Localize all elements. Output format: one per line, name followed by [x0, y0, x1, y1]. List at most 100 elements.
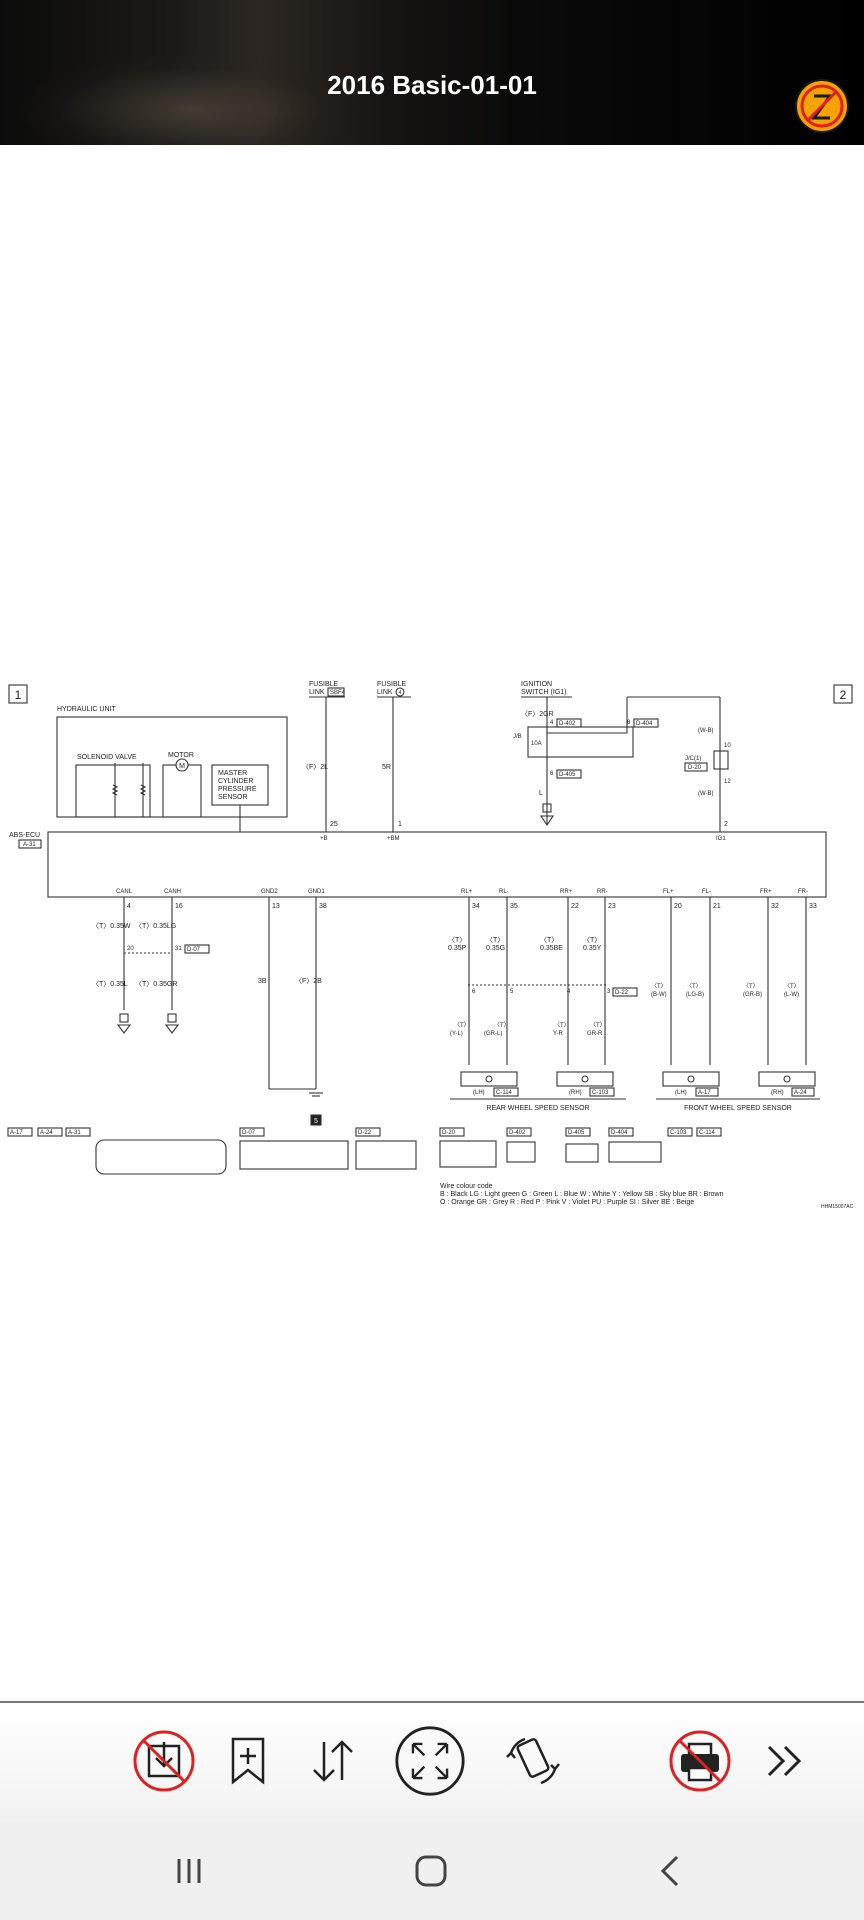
- download-icon[interactable]: [128, 1725, 200, 1797]
- print-icon[interactable]: [664, 1725, 736, 1797]
- wsl-fr2-b: (L-W): [784, 992, 799, 998]
- conn-d402: D-402: [559, 721, 576, 727]
- jc1-box: [713, 750, 729, 770]
- page-title: 2016 Basic-01-01: [327, 70, 537, 100]
- ecu-pin-number: 33: [809, 903, 817, 910]
- rl-sensor-conn: C-114: [496, 1090, 513, 1096]
- ecu-pin-name: GND1: [308, 889, 325, 895]
- ecu-pin-number: 20: [674, 903, 682, 910]
- pin-12: 12: [724, 779, 731, 785]
- more-icon[interactable]: [748, 1725, 820, 1797]
- ecu-pin-group: CANL4CANH16GND213GND138RL+34RL-35RR+22RR…: [116, 889, 817, 1089]
- connector-tag-box: [696, 1127, 722, 1137]
- ecu-pin-number: 23: [608, 903, 616, 910]
- motor-box: [162, 764, 202, 818]
- fusible-link-1-id: SBF4: [330, 690, 346, 696]
- connector-tag: D-404: [611, 1130, 628, 1136]
- wire-t035w: 〈T〉0.35W: [92, 922, 131, 930]
- rr-sensor-box: [556, 1071, 614, 1087]
- fuse-10a: 10A: [531, 741, 542, 747]
- ecu-pin-number: 35: [510, 903, 518, 910]
- connector-tag: A-31: [68, 1130, 81, 1136]
- app-logo-icon[interactable]: [794, 78, 850, 134]
- pin-plus-b: +B: [320, 836, 328, 842]
- connector-tag: D-20: [442, 1130, 456, 1136]
- drawing-code: HHM15007AC: [821, 1204, 854, 1210]
- back-icon[interactable]: [636, 1841, 706, 1901]
- ground-5: 5: [314, 1118, 318, 1125]
- wsl-rl3-a: 〈T〉: [454, 1022, 470, 1029]
- abs-ecu-id: A-31: [23, 842, 36, 848]
- ecu-pin-name: RR-: [597, 889, 608, 895]
- conn-d405-box: [556, 769, 582, 779]
- wire-colour-line2: O : Orange GR : Grey R : Red P : Pink V …: [440, 1199, 694, 1206]
- connector-tag: D-402: [509, 1130, 526, 1136]
- rotate-icon[interactable]: [497, 1725, 569, 1797]
- d07-connector-drawing: [239, 1140, 349, 1170]
- jb-label: J/B: [513, 734, 522, 740]
- ecu-pin-number: 38: [319, 903, 327, 910]
- junction-4: 4: [567, 989, 571, 995]
- fr-sensor-box: [758, 1071, 816, 1087]
- junction-3: 3: [607, 989, 611, 995]
- wsl-rl1-b: 0.35P: [448, 945, 467, 952]
- wsl-rl4-b: (GR-L): [484, 1031, 502, 1037]
- d404-connector-drawing: [608, 1141, 662, 1163]
- ignition-line2: SWITCH (IG1): [521, 689, 567, 696]
- wsl-rl2-b: 0.35G: [486, 945, 505, 952]
- page-marker-2-label: 2: [840, 688, 847, 702]
- wsl-rr3-b: Y-R: [553, 1031, 563, 1037]
- rear-sensor-title: REAR WHEEL SPEED SENSOR: [486, 1105, 589, 1112]
- motor-symbol-letter: M: [179, 763, 185, 770]
- fusible-link-1-line1: FUSIBLE: [309, 681, 339, 688]
- wsl-rr2-b: 0.35Y: [583, 945, 602, 952]
- ecu-pin-name: FR-: [798, 889, 808, 895]
- app-header: 2016 Basic-01-01: [0, 0, 864, 145]
- home-icon[interactable]: [396, 1841, 466, 1901]
- ecu-pin-number: 13: [272, 903, 280, 910]
- wire-t035lg: 〈T〉0.35LG: [135, 922, 176, 930]
- wire-f2gr: 〈F〉2GR: [521, 710, 554, 718]
- connector-tag: C-114: [699, 1130, 716, 1136]
- ecu-pin-number: 21: [713, 903, 721, 910]
- fusible-link-1-box: [327, 687, 345, 697]
- connector-tag-box: [667, 1127, 693, 1137]
- ecu-pin-name: RR+: [560, 889, 573, 895]
- jc1-id: D-20: [688, 765, 702, 771]
- wsl-fr1-b: (GR-B): [743, 992, 762, 998]
- ecu-pin-name: FR+: [760, 889, 772, 895]
- wire-5r: 5R: [382, 764, 391, 771]
- recents-icon[interactable]: [154, 1841, 224, 1901]
- connector-tag: D-22: [358, 1130, 372, 1136]
- jb-box: [527, 726, 634, 758]
- fusible-link-1-line2: LINK: [309, 689, 325, 696]
- sort-icon[interactable]: [297, 1725, 369, 1797]
- motor-label: MOTOR: [168, 752, 194, 759]
- page-marker-2: [833, 684, 853, 704]
- junction-31: 31: [175, 946, 182, 952]
- bookmark-add-icon[interactable]: [212, 1725, 284, 1797]
- conn-4: 4: [550, 720, 554, 726]
- fl-sensor-box: [662, 1071, 720, 1087]
- pin-10: 10: [724, 743, 731, 749]
- wsl-rr3-a: 〈T〉: [554, 1022, 570, 1029]
- ecu-connector-drawing: [95, 1139, 227, 1175]
- wire-t035gr: 〈T〉0.35GR: [135, 980, 177, 988]
- wsl-fl1-a: 〈T〉: [651, 983, 667, 990]
- conn-d405: D-405: [559, 772, 576, 778]
- ecu-pin-number: 32: [771, 903, 779, 910]
- fullscreen-icon[interactable]: [394, 1725, 466, 1797]
- fl-sensor-side: (LH): [675, 1090, 687, 1096]
- pin-2: 2: [724, 821, 728, 828]
- hydraulic-unit-label: HYDRAULIC UNIT: [57, 706, 116, 713]
- connector-tag-box: [565, 1127, 591, 1137]
- solenoid-valve-box: [75, 764, 151, 818]
- wire-f2b: 〈F〉2B: [295, 977, 322, 985]
- junction-5: 5: [510, 989, 514, 995]
- rr-sensor-conn: C-103: [592, 1090, 609, 1096]
- connector-tag: D-07: [242, 1130, 256, 1136]
- connector-tag: D-405: [568, 1130, 585, 1136]
- wsl-fr1-a: 〈T〉: [743, 983, 759, 990]
- ecu-pin-name: RL+: [461, 889, 473, 895]
